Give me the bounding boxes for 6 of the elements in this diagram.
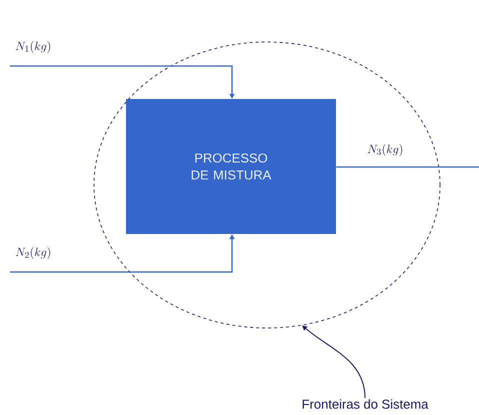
edge-label: $N_3(kg)$	[368, 144, 402, 156]
system-boundary	[94, 42, 440, 328]
edge-label: $N_1(kg)$	[16, 41, 50, 53]
process-box: PROCESSO DE MISTURA	[126, 99, 336, 234]
boundary-label: Fronteiras do Sistema	[302, 399, 428, 409]
edge-label: $N_2(kg)$	[16, 247, 50, 259]
